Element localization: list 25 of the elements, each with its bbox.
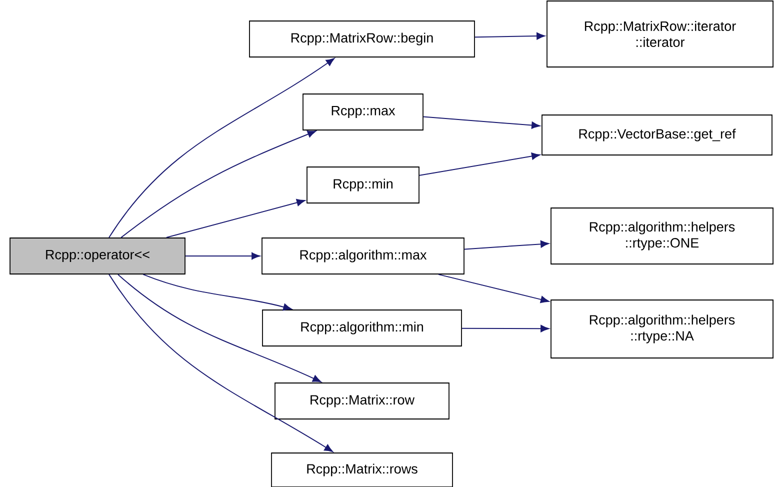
arrow [474,32,546,40]
function-box: Rcpp::algorithm::max [262,238,464,274]
function-box: Rcpp::algorithm::helpers ::rtype::ONE [550,208,774,264]
arrow [166,199,306,238]
function-box: Rcpp::Matrix::row [274,382,450,420]
function-box: Rcpp::max [302,94,424,130]
function-box: Rcpp::VectorBase::get_ref [542,114,772,156]
arrow [108,274,333,452]
arrow [120,130,316,238]
arrow [422,116,540,129]
function-box: Rcpp::min [306,166,420,204]
arrow [464,240,550,250]
arrow [184,252,260,260]
arrow [438,274,550,304]
arrow [418,152,540,176]
function-box: Rcpp::Matrix::rows [271,452,453,487]
function-box: Rcpp::algorithm::min [262,310,462,346]
function-box: Rcpp::operator<< [10,238,186,274]
function-box: Rcpp::MatrixRow::begin [249,20,475,58]
arrow [118,274,322,382]
function-box: Rcpp::MatrixRow::iterator ::iterator [546,0,774,68]
arrow [461,325,550,332]
function-box: Rcpp::algorithm::helpers ::rtype::NA [550,300,774,358]
arrow [142,274,292,311]
arrow [108,58,335,238]
